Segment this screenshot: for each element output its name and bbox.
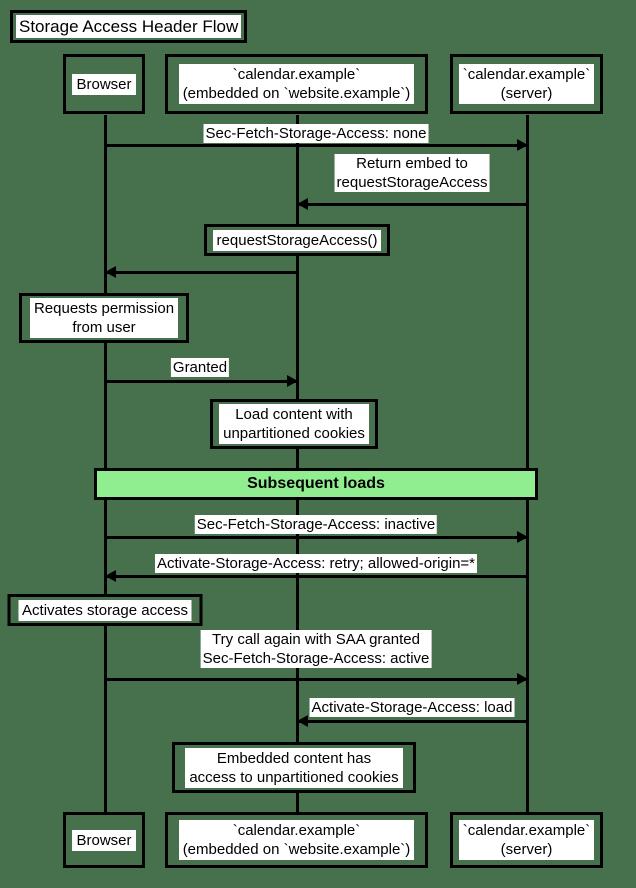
participant-browser-label: Browser: [72, 73, 136, 95]
message-arrowhead-return-embed: [297, 198, 308, 210]
note-embedded-content-access-label: Embedded content has access to unpartiti…: [185, 747, 403, 788]
participant-server[interactable]: `calendar.example` (server): [450, 54, 603, 114]
message-line-saa-callback: [105, 271, 297, 274]
participant-browser-bottom-label: Browser: [72, 829, 136, 851]
message-arrowhead-activate-retry: [105, 570, 116, 582]
note-load-content-label: Load content with unpartitioned cookies: [219, 404, 369, 444]
note-activates-storage-access: Activates storage access: [7, 594, 203, 626]
message-line-sec-fetch-inactive: [105, 536, 527, 539]
note-request-storage-access: requestStorageAccess(): [204, 224, 390, 256]
participant-browser[interactable]: Browser: [63, 54, 145, 114]
lifeline-embed: [296, 115, 299, 818]
message-arrowhead-sec-fetch-inactive: [517, 531, 528, 543]
message-label-sec-fetch-none: Sec-Fetch-Storage-Access: none: [203, 124, 429, 143]
note-activates-storage-access-label: Activates storage access: [18, 599, 192, 621]
participant-embed-bottom[interactable]: `calendar.example` (embedded on `website…: [165, 812, 428, 868]
participant-server-label: `calendar.example` (server): [458, 64, 595, 104]
message-label-return-embed: Return embed to requestStorageAccess: [334, 154, 490, 192]
message-line-try-again: [105, 678, 527, 681]
participant-server-bottom-label: `calendar.example` (server): [458, 820, 595, 860]
note-requests-permission: Requests permission from user: [19, 293, 189, 343]
message-line-return-embed: [297, 203, 527, 206]
message-line-activate-retry: [105, 575, 527, 578]
lifeline-server: [526, 115, 529, 818]
section-banner-subsequent-loads: Subsequent loads: [94, 468, 538, 500]
message-arrowhead-granted: [287, 375, 298, 387]
message-label-try-again: Try call again with SAA granted Sec-Fetc…: [200, 630, 432, 668]
message-label-activate-retry: Activate-Storage-Access: retry; allowed-…: [154, 554, 478, 573]
message-line-activate-load: [297, 720, 527, 723]
participant-embed-bottom-label: `calendar.example` (embedded on `website…: [178, 820, 415, 860]
message-arrowhead-saa-callback: [105, 266, 116, 278]
message-arrowhead-activate-load: [297, 715, 308, 727]
note-requests-permission-label: Requests permission from user: [29, 298, 179, 338]
note-load-content: Load content with unpartitioned cookies: [210, 399, 378, 449]
message-arrowhead-sec-fetch-none: [517, 139, 528, 151]
section-banner-label: Subsequent loads: [247, 475, 385, 492]
message-line-sec-fetch-none: [105, 144, 527, 147]
participant-embed[interactable]: `calendar.example` (embedded on `website…: [165, 54, 428, 114]
participant-server-bottom[interactable]: `calendar.example` (server): [450, 812, 603, 868]
participant-embed-label: `calendar.example` (embedded on `website…: [178, 64, 415, 104]
note-embedded-content-access: Embedded content has access to unpartiti…: [172, 742, 416, 793]
message-line-granted: [105, 380, 297, 383]
lifeline-browser: [104, 115, 107, 818]
participant-browser-bottom[interactable]: Browser: [63, 812, 145, 868]
note-request-storage-access-label: requestStorageAccess(): [212, 229, 382, 251]
message-label-granted: Granted: [170, 358, 230, 377]
diagram-title: Storage Access Header Flow: [16, 15, 242, 38]
message-arrowhead-try-again: [517, 673, 528, 685]
message-label-sec-fetch-inactive: Sec-Fetch-Storage-Access: inactive: [194, 515, 438, 534]
message-label-activate-load: Activate-Storage-Access: load: [309, 698, 515, 717]
diagram-title-box: Storage Access Header Flow: [10, 10, 248, 43]
